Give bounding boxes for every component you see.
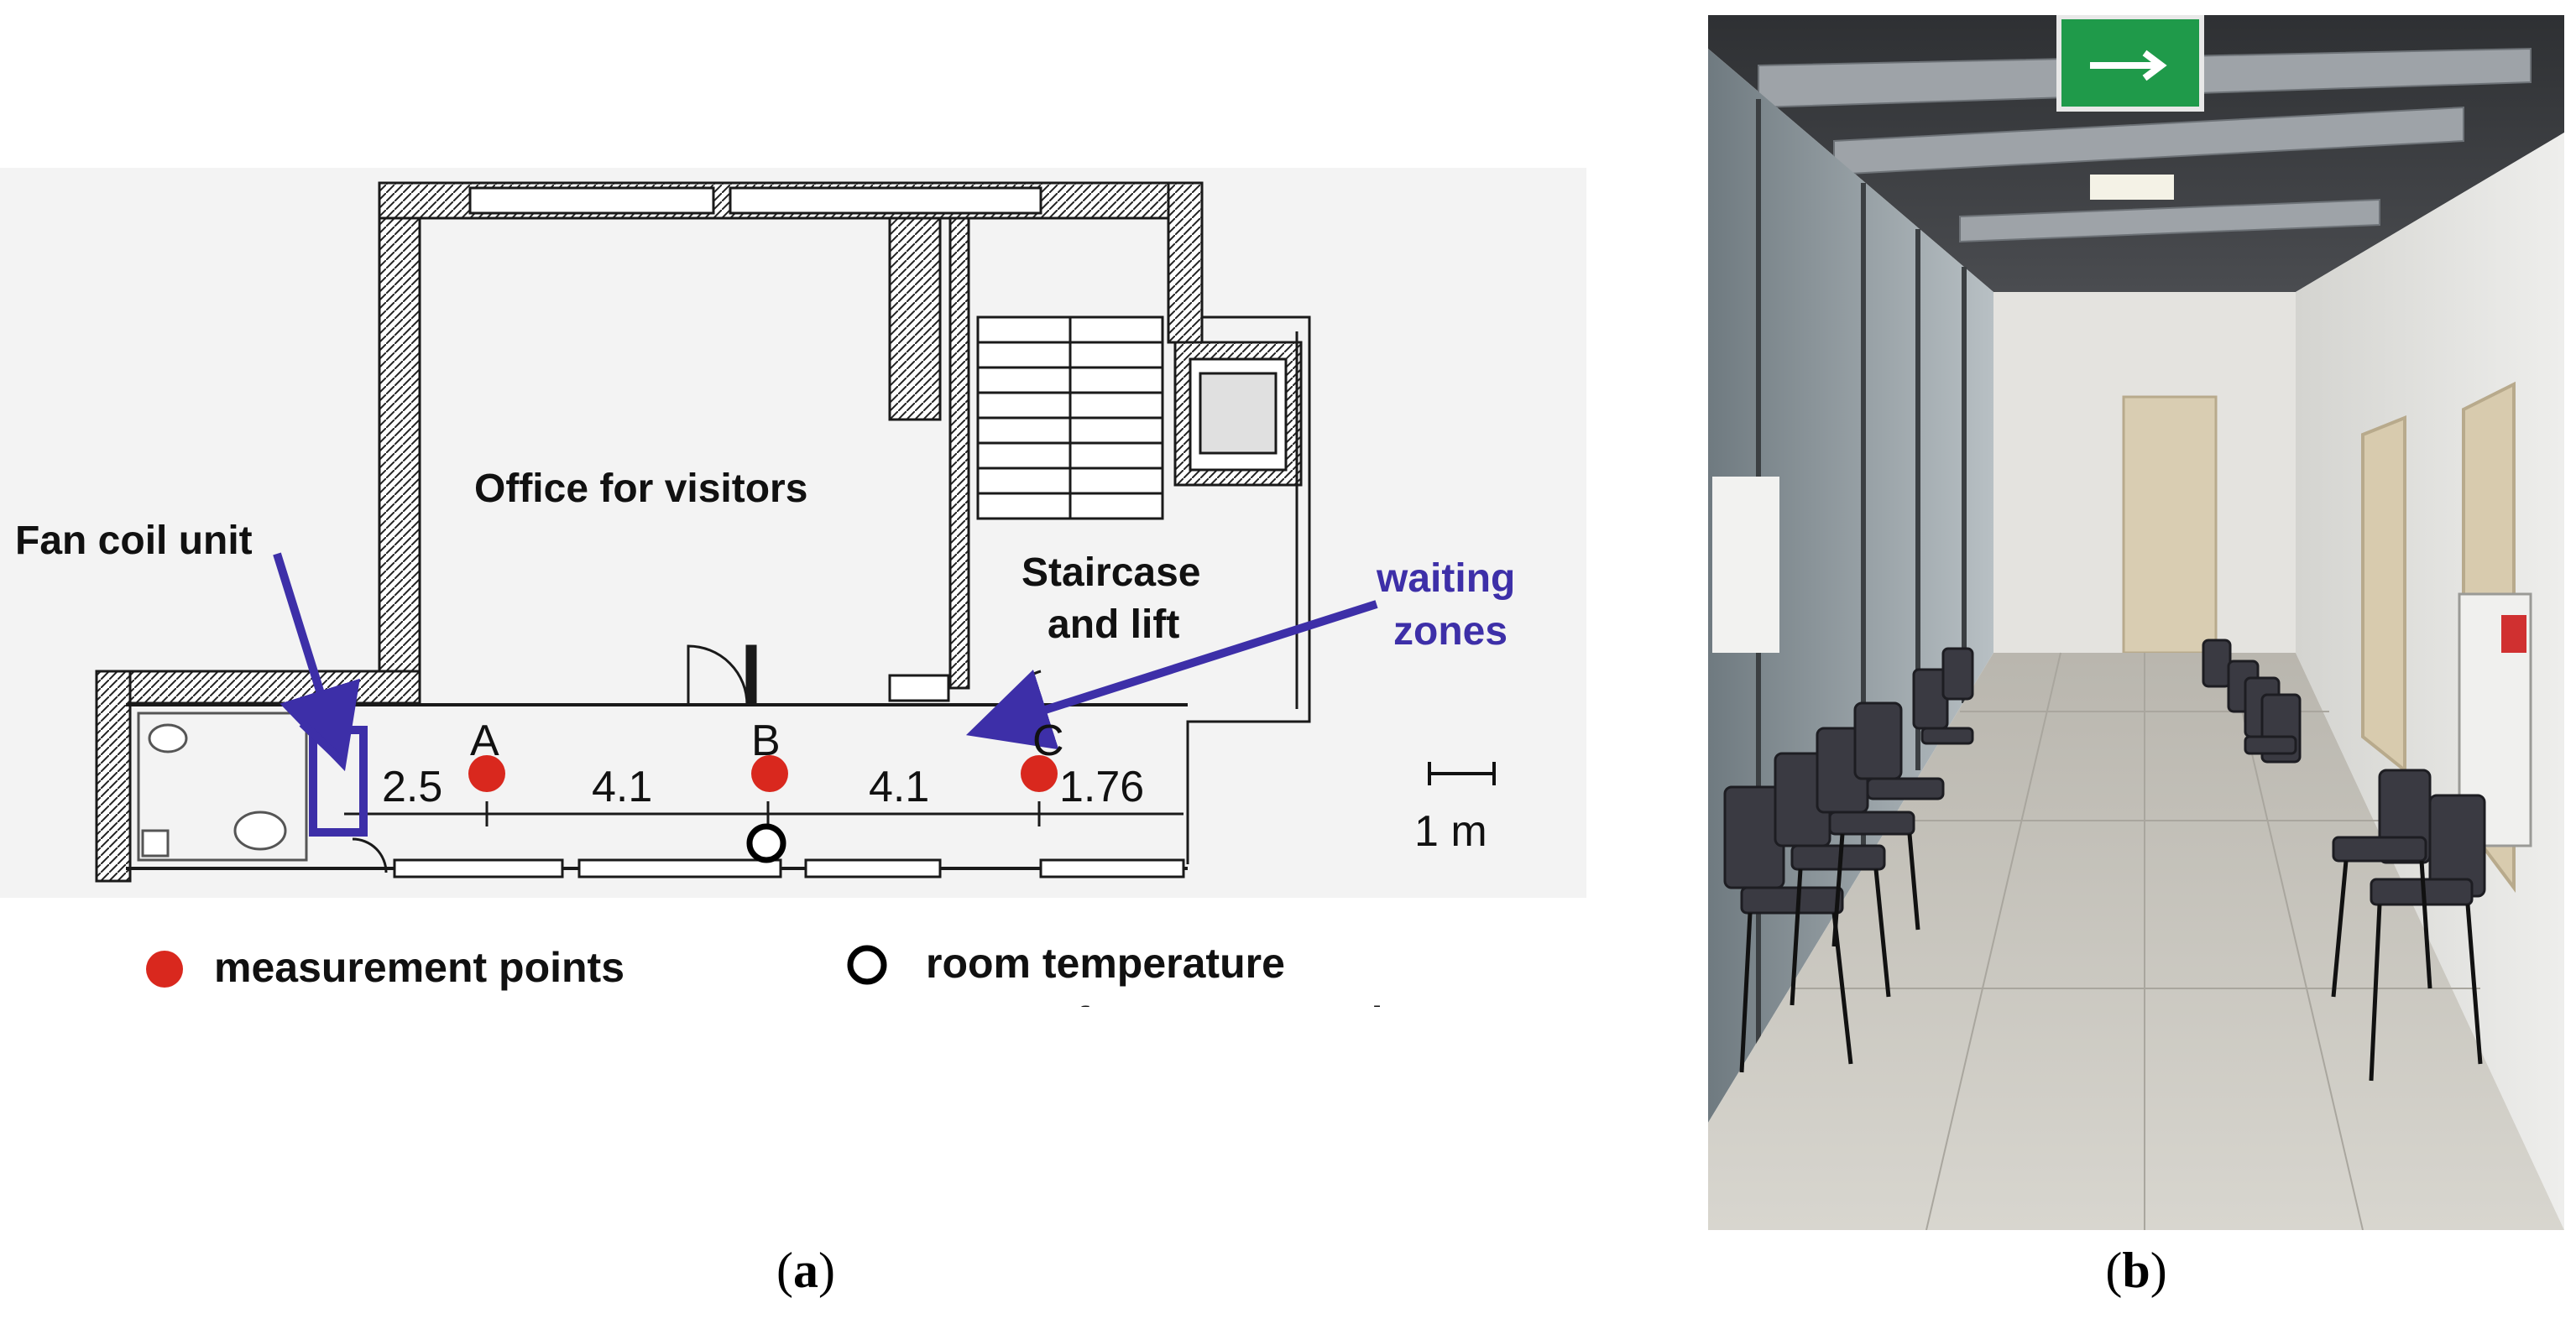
- caption-b-open: (: [2105, 1243, 2123, 1298]
- caption-b-letter: b: [2122, 1243, 2150, 1298]
- office-label: Office for visitors: [474, 467, 807, 511]
- measurement-point-c: [1021, 755, 1058, 792]
- fan-coil-arrow-tick: [299, 720, 343, 763]
- legend-sensor-label-line1: room temperature: [926, 940, 1285, 987]
- lift: [1173, 341, 1303, 487]
- point-label-a: A: [470, 717, 499, 765]
- waiting-zones-label-line1: waiting: [1376, 556, 1515, 601]
- distance-label-1: 2.5: [382, 763, 442, 811]
- chair: [1866, 777, 1945, 800]
- temperature-sensor: [746, 823, 786, 863]
- corridor-photo-svg: [1708, 14, 2564, 1231]
- chairs-left-legs: [1739, 833, 1920, 1073]
- point-label-b: B: [751, 717, 781, 765]
- distance-label-4: 1.76: [1059, 763, 1144, 811]
- doors: [352, 644, 1042, 873]
- caption-b: (b): [2052, 1242, 2220, 1300]
- chairs-right-legs: [2331, 860, 2483, 1082]
- posted-notice: [1712, 477, 1779, 653]
- chair: [2202, 639, 2232, 688]
- chairs-right-row: [2202, 639, 2486, 906]
- dimension-line: [344, 801, 1183, 826]
- corridor-bottom-windows: [393, 858, 1185, 878]
- legend-sensor-marker: [847, 945, 887, 985]
- staircase-label-line1: Staircase: [1022, 550, 1201, 595]
- ceiling-light: [2090, 175, 2174, 200]
- exit-sign-arrow-icon: [2090, 50, 2167, 81]
- floor-plan-svg: A B C 2.5 4.1 4.1 1.76 Office for visito…: [0, 168, 1586, 1045]
- chair: [1920, 727, 1974, 745]
- distance-label-2: 4.1: [592, 763, 652, 811]
- staircase-label-line2: and lift: [1048, 602, 1179, 647]
- corridor-photo-panel: [1708, 14, 2564, 1231]
- legend-measurement-marker: [146, 951, 183, 988]
- caption-a-letter: a: [793, 1243, 818, 1298]
- plan-background: [0, 168, 1586, 898]
- office-walls: [95, 181, 1204, 883]
- chairs-left-row: [1723, 647, 1974, 915]
- top-windows: [468, 186, 1042, 215]
- scale-bar-label: 1 m: [1414, 807, 1487, 856]
- legend-measurement-label: measurement points: [214, 944, 624, 991]
- caption-a: (a): [722, 1242, 890, 1300]
- chair: [2244, 735, 2297, 755]
- floor-plan-panel: A B C 2.5 4.1 4.1 1.76 Office for visito…: [0, 0, 1645, 1045]
- caption-a-open: (: [776, 1243, 793, 1298]
- chair: [1941, 647, 1974, 701]
- far-door: [2122, 395, 2218, 654]
- chair: [2332, 836, 2427, 863]
- chair: [1828, 811, 1915, 836]
- legend-sensor-label-line2: sensor for FCU control: [926, 998, 1382, 1007]
- fan-coil-arrow: [273, 552, 360, 772]
- chair: [1853, 701, 1903, 780]
- distance-label-3: 4.1: [869, 763, 929, 811]
- scale-bar: [1428, 762, 1496, 785]
- measurement-point-a: [468, 755, 505, 792]
- caption-b-close: ): [2150, 1243, 2167, 1298]
- chair: [1740, 886, 1844, 915]
- right-outline: [1186, 315, 1311, 864]
- bathroom-fixtures: [137, 712, 308, 862]
- waiting-zones-label-line2: zones: [1393, 609, 1507, 654]
- point-label-c: C: [1032, 717, 1064, 765]
- caption-a-close: ): [818, 1243, 835, 1298]
- measurement-point-b: [751, 755, 788, 792]
- fan-coil-label: Fan coil unit: [15, 519, 253, 563]
- staircase: [888, 216, 1164, 520]
- waiting-zones-arrow: [965, 600, 1378, 750]
- fire-hose-sign: [2501, 615, 2526, 653]
